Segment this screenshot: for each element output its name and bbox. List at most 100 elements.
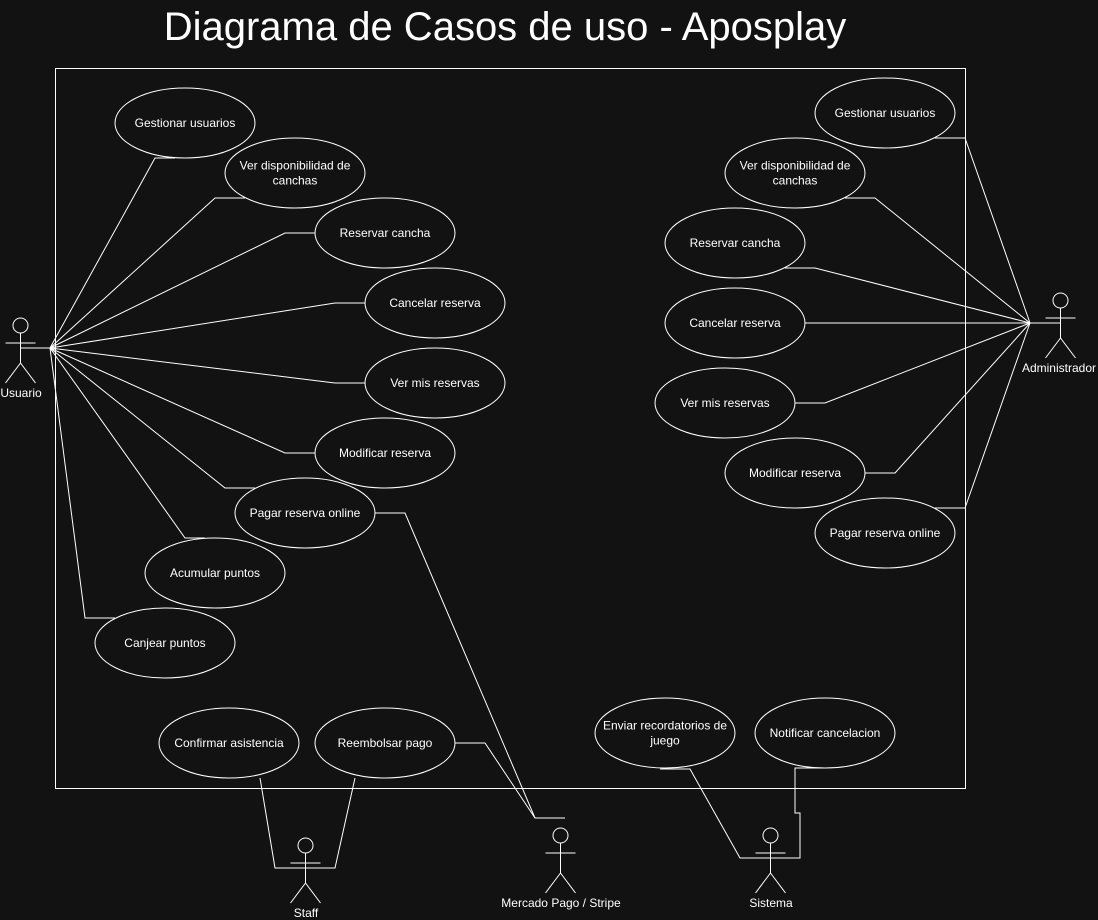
usecase-usuario-ver-disponibilidad-de-canchas-label: canchas xyxy=(273,174,318,188)
usecase-usuario-gestionar-usuarios-label: Gestionar usuarios xyxy=(135,116,236,130)
usecase-usuario-cancelar-reserva-ellipse xyxy=(364,267,506,339)
usecase-usuario-reservar-cancha: Reservar cancha xyxy=(314,197,456,269)
assoc-mp-reembolsar xyxy=(455,742,536,819)
usecase-usuario-reservar-cancha-ellipse xyxy=(314,197,456,269)
actor-sistema-label: Sistema xyxy=(749,896,793,910)
actor-staff-head xyxy=(297,837,314,854)
actor-mercado-pago-label: Mercado Pago / Stripe xyxy=(501,896,621,910)
usecase-usuario-acumular-puntos-ellipse xyxy=(144,537,286,609)
actor-staff-stroke xyxy=(305,882,321,904)
usecase-admin-reservar-cancha-ellipse xyxy=(664,207,806,279)
usecase-usuario-canjear-puntos-label: Canjear puntos xyxy=(124,636,205,650)
actor-usuario-stroke xyxy=(5,362,21,384)
assoc-admin-reservar xyxy=(785,267,1031,324)
assoc-usuario-gestionar xyxy=(49,157,175,349)
usecase-usuario-canjear-puntos-ellipse xyxy=(94,607,236,679)
assoc-sistema-notificar xyxy=(770,767,825,859)
usecase-usuario-gestionar-usuarios-ellipse xyxy=(114,87,256,159)
usecase-admin-ver-disponibilidad-de-canchas-label: canchas xyxy=(773,174,818,188)
assoc-usuario-pagar xyxy=(49,347,255,489)
actor-mercado-pago-head xyxy=(552,827,569,844)
actor-mercado-pago: Mercado Pago / Stripe xyxy=(501,827,621,910)
assoc-usuario-reservar xyxy=(49,232,315,349)
assoc-usuario-modificar xyxy=(49,347,315,454)
assoc-admin-modificar xyxy=(865,322,1031,474)
actor-usuario-head xyxy=(12,317,29,334)
usecase-usuario-reservar-cancha-label: Reservar cancha xyxy=(340,226,431,240)
actor-mercado-pago-stroke xyxy=(560,872,576,894)
actor-sistema: Sistema xyxy=(749,827,793,910)
usecase-admin-gestionar-usuarios: Gestionar usuarios xyxy=(814,77,956,149)
assoc-usuario-canjear xyxy=(49,347,115,619)
usecase-admin-pagar-reserva-online-ellipse xyxy=(814,497,956,569)
usecase-staff-confirmar-asistencia: Confirmar asistencia xyxy=(158,707,300,779)
system-boundary xyxy=(55,68,966,789)
actor-sistema-head xyxy=(762,827,779,844)
assoc-usuario-cancelar xyxy=(49,302,365,349)
usecase-usuario-modificar-reserva-ellipse xyxy=(314,417,456,489)
actor-staff-label: Staff xyxy=(294,906,319,920)
assoc-admin-ver-reservas xyxy=(795,322,1031,404)
actor-administrador-head xyxy=(1052,292,1069,309)
usecase-sistema-notificar-cancelacion-label: Notificar cancelacion xyxy=(770,726,881,740)
assoc-usuario-ver-reservas xyxy=(49,347,365,384)
usecase-usuario-ver-mis-reservas-label: Ver mis reservas xyxy=(390,376,479,390)
usecase-admin-gestionar-usuarios-label: Gestionar usuarios xyxy=(835,106,936,120)
usecase-admin-ver-mis-reservas-label: Ver mis reservas xyxy=(680,396,769,410)
diagram-title: Diagrama de Casos de uso - Aposplay xyxy=(164,5,847,49)
usecase-admin-modificar-reserva: Modificar reserva xyxy=(724,437,866,509)
actor-staff: Staff xyxy=(290,837,321,920)
association-lines xyxy=(20,137,1060,869)
usecase-admin-reservar-cancha-label: Reservar cancha xyxy=(690,236,781,250)
actor-mercado-pago-stroke xyxy=(545,872,561,894)
actor-staff-stroke xyxy=(290,882,306,904)
usecase-usuario-modificar-reserva-label: Modificar reserva xyxy=(339,446,431,460)
usecase-admin-ver-mis-reservas: Ver mis reservas xyxy=(654,367,796,439)
usecase-usuario-pagar-reserva-online-label: Pagar reserva online xyxy=(250,506,361,520)
usecase-admin-ver-disponibilidad-de-canchas-ellipse xyxy=(724,137,866,209)
actor-administrador-stroke xyxy=(1045,337,1061,359)
usecase-admin-ver-disponibilidad-de-canchas-label: Ver disponibilidad de xyxy=(740,159,851,173)
usecase-admin-ver-mis-reservas-ellipse xyxy=(654,367,796,439)
usecase-usuario-cancelar-reserva: Cancelar reserva xyxy=(364,267,506,339)
usecase-usuario-ver-disponibilidad-de-canchas-ellipse xyxy=(224,137,366,209)
actor-administrador: Administrador xyxy=(1022,292,1096,375)
actor-sistema-stroke xyxy=(770,872,786,894)
usecase-usuario-ver-mis-reservas: Ver mis reservas xyxy=(364,347,506,419)
usecase-sistema-enviar-recordatorios-de-juego-label: juego xyxy=(649,734,680,748)
assoc-admin-pagar xyxy=(935,322,1031,509)
assoc-usuario-disponibilidad xyxy=(49,197,245,349)
actor-usuario-label: Usuario xyxy=(0,386,42,400)
usecase-usuario-ver-disponibilidad-de-canchas-label: Ver disponibilidad de xyxy=(240,159,351,173)
assoc-admin-disponibilidad xyxy=(845,197,1031,324)
actor-administrador-stroke xyxy=(1060,337,1076,359)
usecase-usuario-canjear-puntos: Canjear puntos xyxy=(94,607,236,679)
usecase-admin-modificar-reserva-label: Modificar reserva xyxy=(749,466,841,480)
actor-sistema-stroke xyxy=(755,872,771,894)
usecase-staff-reembolsar-pago-ellipse xyxy=(314,707,456,779)
assoc-admin-gestionar xyxy=(935,137,1031,324)
usecase-usuario-pagar-reserva-online: Pagar reserva online xyxy=(234,477,376,549)
assoc-staff-reembolsar xyxy=(305,777,356,869)
actor-usuario-stroke xyxy=(20,362,36,384)
usecase-admin-cancelar-reserva-label: Cancelar reserva xyxy=(689,316,781,330)
usecase-admin-pagar-reserva-online: Pagar reserva online xyxy=(814,497,956,569)
usecase-usuario-acumular-puntos: Acumular puntos xyxy=(144,537,286,609)
usecase-staff-confirmar-asistencia-label: Confirmar asistencia xyxy=(174,736,284,750)
usecase-sistema-enviar-recordatorios-de-juego-ellipse xyxy=(594,697,736,769)
usecase-usuario-gestionar-usuarios: Gestionar usuarios xyxy=(114,87,256,159)
usecase-usuario-cancelar-reserva-label: Cancelar reserva xyxy=(389,296,481,310)
usecase-usuario-modificar-reserva: Modificar reserva xyxy=(314,417,456,489)
assoc-usuario-acumular xyxy=(49,347,205,539)
actor-administrador-label: Administrador xyxy=(1022,361,1096,375)
usecase-admin-cancelar-reserva-ellipse xyxy=(664,287,806,359)
usecase-admin-modificar-reserva-ellipse xyxy=(724,437,866,509)
usecase-admin-gestionar-usuarios-ellipse xyxy=(814,77,956,149)
usecase-sistema-enviar-recordatorios-de-juego-label: Enviar recordatorios de xyxy=(603,719,727,733)
